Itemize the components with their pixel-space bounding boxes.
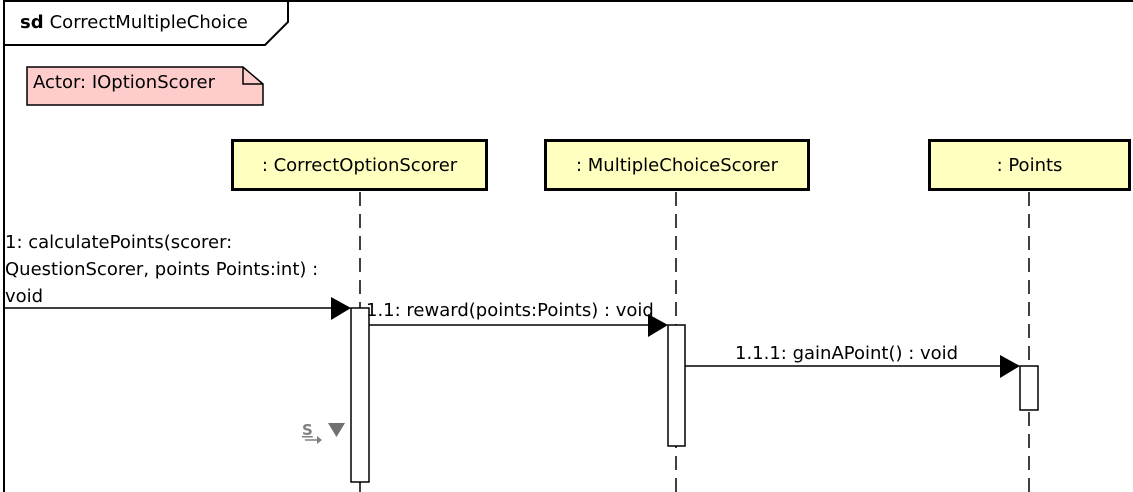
lifeline-header-points[interactable]: : Points: [928, 139, 1131, 191]
frame-label-border: [3, 1, 289, 46]
message-1-1-1-arrowhead: [1000, 355, 1020, 378]
triangle-down-icon[interactable]: [328, 423, 345, 437]
note-fold: [242, 67, 263, 85]
message-1-1-label[interactable]: 1.1: reward(points:Points) : void: [366, 300, 654, 321]
activation-points: [1019, 365, 1039, 411]
frame-keyword: sd: [20, 12, 44, 33]
message-1-label[interactable]: 1: calculatePoints(scorer: QuestionScore…: [5, 229, 318, 310]
message-1-label-line-1: 1: calculatePoints(scorer:: [5, 232, 233, 253]
frame-border-top: [3, 0, 1133, 2]
note-shape: [26, 66, 264, 106]
lifeline-header-correct-option-scorer[interactable]: : CorrectOptionScorer: [231, 139, 488, 191]
actor-note: Actor: IOptionScorer: [33, 72, 216, 93]
message-1-label-line-3: void: [5, 286, 44, 307]
activation-correct-option-scorer: [350, 307, 370, 483]
message-1-1-arrowhead: [648, 314, 668, 337]
svg-text:S: S: [302, 421, 313, 439]
s-arrow-icon[interactable]: S: [302, 421, 322, 444]
message-1-label-line-2: QuestionScorer, points Points:int) :: [5, 259, 319, 280]
message-1-1-1-label[interactable]: 1.1.1: gainAPoint() : void: [735, 343, 959, 364]
frame-border-left: [3, 0, 5, 492]
frame-name: CorrectMultipleChoice: [49, 12, 248, 33]
lifeline-header-multiple-choice-scorer[interactable]: : MultipleChoiceScorer: [544, 139, 810, 191]
activation-multiple-choice-scorer: [667, 324, 686, 447]
message-1-arrowhead: [331, 297, 351, 320]
